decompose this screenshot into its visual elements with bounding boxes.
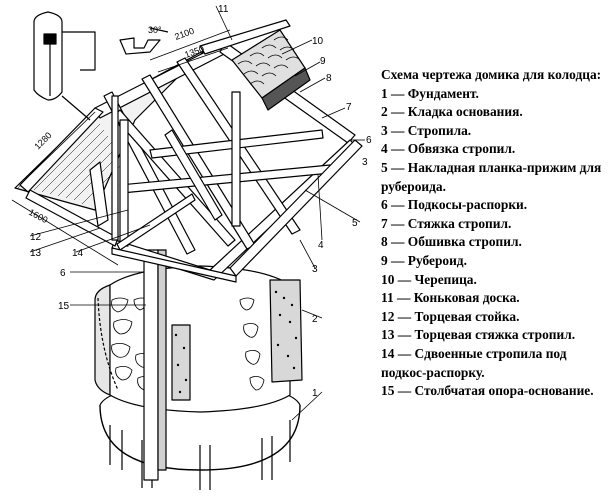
legend-item: 15 — Столбчатая опора-основание. [381,383,594,399]
legend-item: 7 — Стяжка стропил. [381,215,512,231]
callout-11: 11 [218,4,229,15]
callout-3-right: 3 [362,157,368,168]
callout-8: 8 [326,73,332,84]
legend: Схема чертежа домика для колодца: 1 — Фу… [381,66,607,401]
callout-15: 15 [58,301,70,312]
well-house-drawing: 2100 1350 1280 1600 30° 11 10 9 8 7 6 3 … [11,4,372,490]
legend-item: 5 — Накладная планка-прижим для рубероид… [381,159,602,194]
legend-title: Схема чертежа домика для колодца: [381,67,602,82]
legend-item: 10 — Черепица. [381,271,477,287]
callout-6-left: 6 [60,268,66,279]
stone-base [94,265,303,413]
callout-2: 2 [312,314,318,325]
dimension-1280: 1280 [32,130,53,151]
legend-item: 11 — Коньковая доска. [381,290,520,306]
dimension-1600: 1600 [27,207,49,225]
legend-item: 9 — Рубероид. [381,252,467,268]
callout-10: 10 [312,36,324,47]
leader-lines [29,39,365,421]
legend-item: 2 — Кладка основания. [381,104,523,120]
detail-angle-label: 30° [148,25,162,35]
callout-7: 7 [346,102,352,113]
legend-item: 3 — Стропила. [381,122,472,138]
dimension-lines [11,5,233,266]
callout-12: 12 [30,232,42,243]
legend-item: 4 — Обвязка стропил. [381,141,516,157]
callout-14: 14 [72,248,84,259]
eave-beam [111,139,363,283]
legend-item: 6 — Подкосы-распорки. [381,197,528,213]
callout-9: 9 [320,56,326,67]
dimension-2100: 2100 [173,26,195,42]
roof-tiles [231,29,311,111]
callout-3-lower: 3 [312,264,318,275]
callout-13: 13 [30,248,42,259]
detail-inset [33,11,169,121]
callout-6-right: 6 [366,135,372,146]
legend-item: 1 — Фундамент. [381,85,479,101]
ridge-board [199,19,291,55]
legend-item: 14 — Сдвоенные стропила под подкос-распо… [381,345,567,380]
callout-5: 5 [352,218,358,229]
legend-item: 12 — Торцевая стойка. [381,308,520,324]
legend-item: 8 — Обшивка стропил. [381,234,522,250]
legend-item: 13 — Торцевая стяжка стропил. [381,327,576,343]
callout-4: 4 [318,240,324,251]
callout-1: 1 [312,388,318,399]
post [143,249,167,481]
